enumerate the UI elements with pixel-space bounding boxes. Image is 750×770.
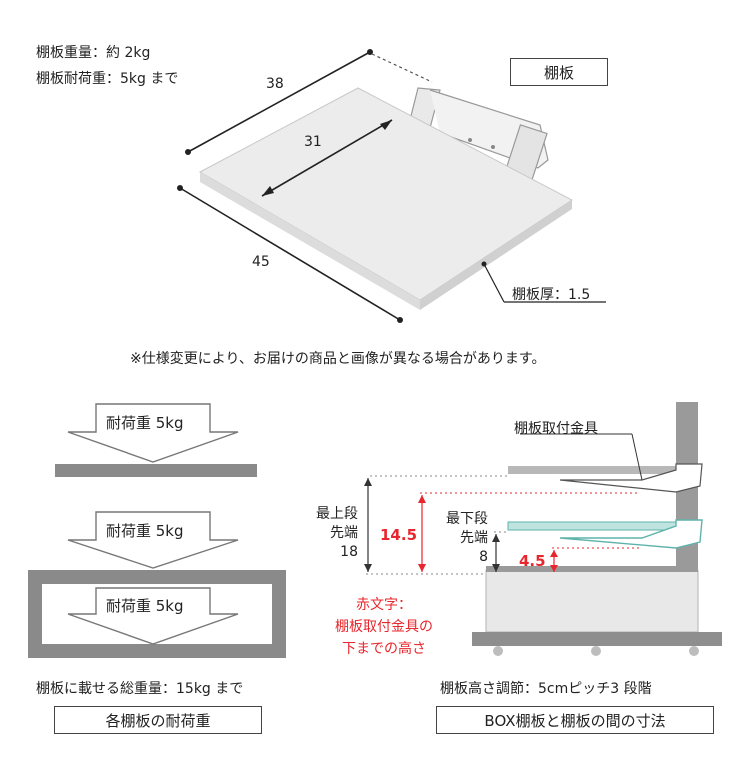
spec-load: 棚板耐荷重：5kg まで <box>36 71 179 87</box>
top-value: 18 <box>340 544 358 560</box>
shelf-board <box>198 87 573 310</box>
red-note: 赤文字： 棚板取付金具の 下までの高さ <box>316 594 452 660</box>
red-note-2: 棚板取付金具の <box>335 619 433 635</box>
bottom-label-line1: 最下段 <box>446 511 488 527</box>
load-caption: 各棚板の耐荷重 <box>105 711 211 730</box>
dimension-38 <box>185 49 433 155</box>
dim-38-label: 38 <box>266 76 284 92</box>
thickness-label: 棚板厚：1.5 <box>512 287 591 303</box>
top-label: 最上段 先端 18 <box>300 505 358 562</box>
disclaimer-note: ※仕様変更により、お届けの商品と画像が異なる場合があります。 <box>130 351 546 367</box>
title-tag-text: 棚板 <box>543 63 574 82</box>
red-note-1: 赤文字： <box>356 597 412 613</box>
height-caption-box: BOX棚板と棚板の間の寸法 <box>436 706 714 734</box>
spec-weight: 棚板重量：約 2kg <box>36 45 151 61</box>
top-red-value: 14.5 <box>380 526 418 544</box>
bottom-red-value: 4.5 <box>519 552 546 570</box>
shelf-bracket-illustration <box>407 87 549 182</box>
bottom-label-line2: 先端 <box>460 530 488 546</box>
red-note-3: 下までの高さ <box>342 641 426 657</box>
base-plate <box>472 632 722 646</box>
bottom-value: 8 <box>479 549 488 565</box>
top-label-line2: 先端 <box>330 525 358 541</box>
top-label-line1: 最上段 <box>316 506 358 522</box>
top-shelf <box>508 466 676 474</box>
bottom-bracket <box>559 519 703 549</box>
load-arrow-3 <box>67 587 239 645</box>
load-arrow-label-3: 耐荷重 5kg <box>106 597 184 615</box>
dim-45-label: 45 <box>252 254 270 270</box>
box-body <box>485 569 699 633</box>
bottom-label: 最下段 先端 8 <box>430 510 488 567</box>
load-arrow-label-1: 耐荷重 5kg <box>106 414 184 432</box>
thickness-callout <box>481 261 606 303</box>
load-arrow-label-2: 耐荷重 5kg <box>106 522 184 540</box>
bracket-label: 棚板取付金具 <box>514 421 598 437</box>
shelf-bar-1 <box>55 464 257 477</box>
dimension-31 <box>261 119 393 197</box>
bottom-shelf <box>507 521 677 531</box>
load-arrow-1 <box>67 403 239 463</box>
total-weight-text: 棚板に載せる総重量：15kg まで <box>36 681 244 697</box>
dimension-45 <box>177 185 403 323</box>
load-arrow-2 <box>67 511 239 569</box>
height-caption: BOX棚板と棚板の間の寸法 <box>484 711 666 730</box>
top-bracket <box>559 463 703 493</box>
dim-31-label: 31 <box>304 134 322 150</box>
box-frame <box>28 570 286 658</box>
title-tag: 棚板 <box>510 58 608 86</box>
load-caption-box: 各棚板の耐荷重 <box>54 706 262 734</box>
adjust-text: 棚板高さ調節：5cmピッチ3 段階 <box>440 681 652 697</box>
